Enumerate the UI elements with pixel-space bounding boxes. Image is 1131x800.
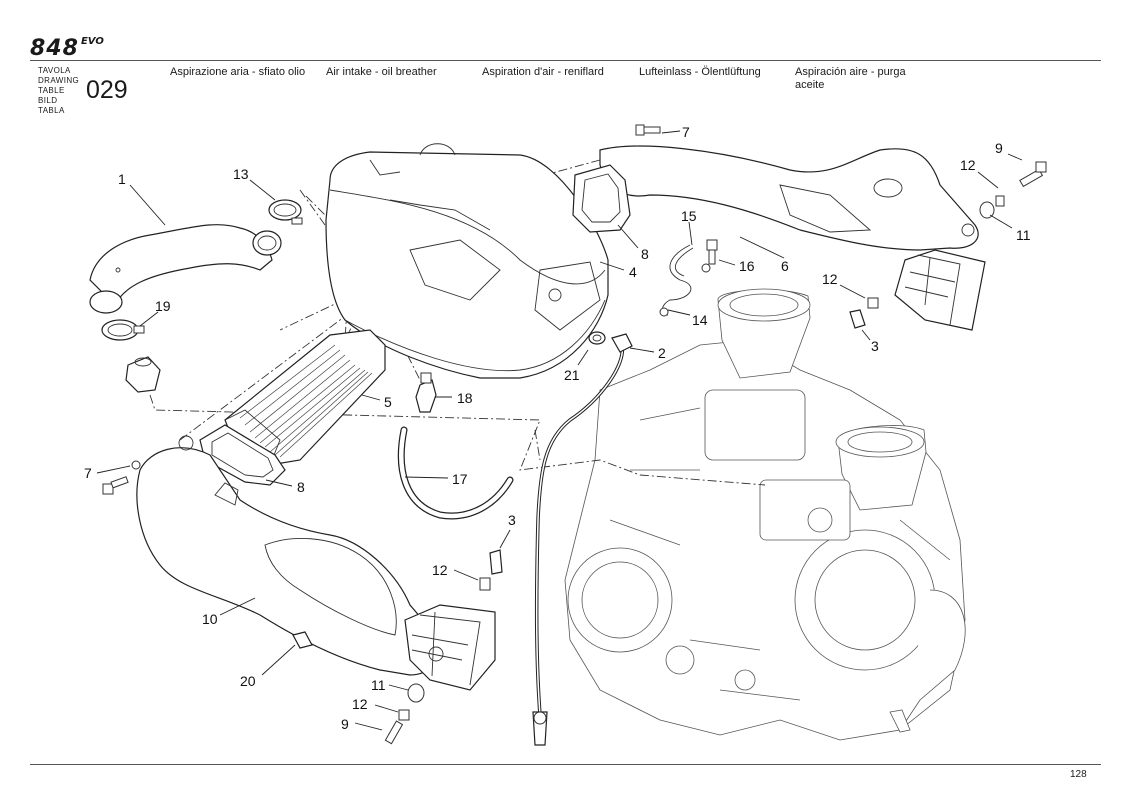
callout-14: 14 <box>692 312 708 328</box>
callout-21: 21 <box>564 367 580 383</box>
grommet-part-11-upper <box>979 201 995 219</box>
callout-20: 20 <box>240 673 256 689</box>
nut-part-12-right <box>867 297 879 309</box>
callout-2: 2 <box>658 345 666 361</box>
callout-11-lower: 11 <box>371 677 386 693</box>
callout-11-upper: 11 <box>1016 227 1031 243</box>
callout-labels: 1 13 19 7 9 12 11 8 4 15 16 6 14 12 3 2 … <box>84 124 1031 732</box>
upper-gasket <box>572 164 631 233</box>
clamp-part-19 <box>101 319 145 341</box>
title-spanish: Aspiración aire - purga aceite <box>795 66 906 91</box>
callout-12-upper: 12 <box>960 157 976 173</box>
breather-pipe-part-2 <box>532 333 633 746</box>
callout-13: 13 <box>233 166 249 182</box>
grommet-part-11-lower <box>407 683 425 703</box>
washer-part-12-lower <box>398 709 410 721</box>
washer-part-12-upper <box>995 195 1005 207</box>
callout-7-upper: 7 <box>682 124 690 140</box>
clamp-part-13 <box>268 199 303 225</box>
spring-clip-part-15 <box>661 244 694 316</box>
callout-1: 1 <box>118 171 126 187</box>
breather-hose-part-17 <box>397 426 514 520</box>
title-french: Aspiration d'air - reniflard <box>482 66 604 78</box>
callout-3-lower: 3 <box>508 512 516 528</box>
clip-part-20 <box>292 631 313 649</box>
page-number: 128 <box>1070 769 1087 780</box>
title-italian: Aspirazione aria - sfiato olio <box>170 66 306 78</box>
drawing-number: 029 <box>86 76 128 104</box>
callout-3-upper: 3 <box>871 338 879 354</box>
clamp-part-21 <box>588 331 606 345</box>
table-label-en: DRAWING <box>38 76 80 85</box>
breather-fitting <box>125 356 161 393</box>
title-english: Air intake - oil breather <box>326 66 437 78</box>
airbox <box>325 143 609 379</box>
right-intake-duct <box>599 145 986 331</box>
fitting-part-18 <box>415 372 437 413</box>
screw-part-9-upper <box>1019 161 1047 188</box>
engine-drawing <box>564 288 966 741</box>
callout-18: 18 <box>457 390 473 406</box>
callout-5: 5 <box>384 394 392 410</box>
callout-19: 19 <box>155 298 171 314</box>
clip-part-3-lower <box>489 549 503 575</box>
callout-12-lower: 12 <box>432 562 448 578</box>
callout-12-right: 12 <box>822 271 838 287</box>
washer-part-7-lower <box>131 460 141 470</box>
left-intake-duct <box>136 435 496 691</box>
callout-10: 10 <box>202 611 218 627</box>
screw-part-9-lower <box>384 720 404 745</box>
callout-16: 16 <box>739 258 755 274</box>
logo-number: 848 <box>30 36 79 61</box>
model-logo: 848 EVO <box>30 36 104 61</box>
clip-part-3-upper <box>849 309 866 329</box>
callout-17: 17 <box>452 471 468 487</box>
nut-part-12-lower <box>479 577 491 591</box>
table-label-list: TAVOLA DRAWING TABLE BILD TABLA <box>38 66 86 116</box>
callout-9-lower: 9 <box>341 716 349 732</box>
logo-suffix: EVO <box>80 36 104 47</box>
table-label-fr: TABLE <box>38 86 65 95</box>
table-label-it: TAVOLA <box>38 66 71 75</box>
screw-part-7-lower <box>102 476 129 495</box>
hose-part-1 <box>89 224 282 314</box>
washer-part-14 <box>659 307 669 317</box>
screw-part-16 <box>701 239 718 273</box>
header-divider <box>30 60 1101 61</box>
callout-15: 15 <box>681 208 697 224</box>
callout-7-lower: 7 <box>84 465 92 481</box>
title-german: Lufteinlass - Ölentlüftung <box>639 66 761 78</box>
callout-6: 6 <box>781 258 789 274</box>
callout-4: 4 <box>629 264 637 280</box>
callout-9-upper: 9 <box>995 140 1003 156</box>
callout-12-bottom: 12 <box>352 696 368 712</box>
table-label-es: TABLA <box>38 106 65 115</box>
callout-leaders <box>96 130 1023 731</box>
table-label-de: BILD <box>38 96 58 105</box>
callout-8-lower: 8 <box>297 479 305 495</box>
footer-divider <box>30 764 1101 765</box>
screw-part-7-upper <box>635 124 661 136</box>
callout-8-upper: 8 <box>641 246 649 262</box>
